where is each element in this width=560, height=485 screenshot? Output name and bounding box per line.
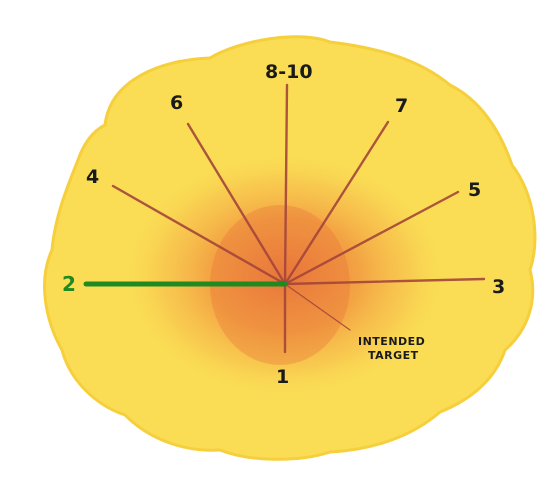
- ray-6: [186, 122, 287, 286]
- ray-label-8-10: 8-10: [265, 61, 313, 83]
- intended-target-label-line1: INTENDED: [358, 335, 425, 348]
- ray-3: [283, 277, 486, 286]
- ray-8-10: [283, 83, 289, 286]
- ray-label-1: 1: [276, 366, 289, 388]
- intended-target-pointer: [284, 283, 351, 331]
- ray-label-6: 6: [170, 92, 183, 114]
- ray-label-5: 5: [468, 179, 481, 201]
- ray-label-7: 7: [395, 95, 408, 117]
- intended-target-label-line2: TARGET: [368, 349, 419, 362]
- ray-label-3: 3: [492, 276, 505, 298]
- ray-4: [111, 184, 287, 286]
- ray-5: [283, 190, 460, 286]
- ray-label-4: 4: [86, 166, 99, 188]
- ray-label-2: 2: [62, 272, 76, 296]
- ray-7: [283, 120, 390, 286]
